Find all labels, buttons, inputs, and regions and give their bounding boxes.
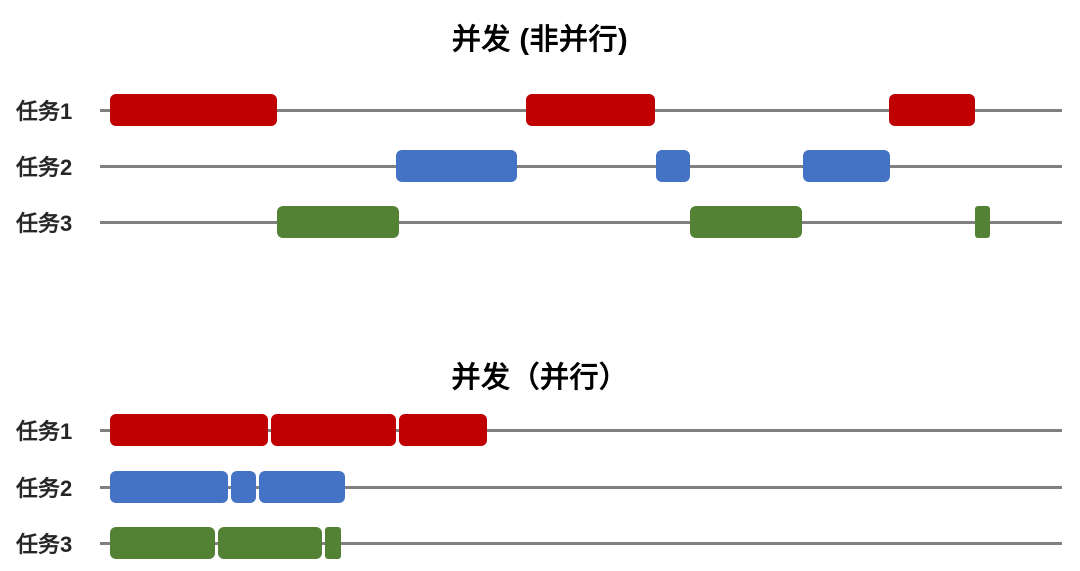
task-bar[interactable] bbox=[271, 414, 396, 446]
track-row-task2: 任务2 bbox=[0, 467, 1080, 507]
timeline-axis-task2 bbox=[100, 164, 1062, 168]
chart-title-parallel: 并发（并行） bbox=[451, 362, 629, 394]
track-row-task3: 任务3 bbox=[0, 202, 1080, 242]
chart-concurrent: 并发 (非并行) 任务1 任务2 任务3 bbox=[0, 24, 1080, 242]
task-bar[interactable] bbox=[110, 471, 228, 503]
track-row-task2: 任务2 bbox=[0, 146, 1080, 186]
timeline-axis-task3 bbox=[100, 220, 1062, 224]
task-bar[interactable] bbox=[399, 414, 487, 446]
track-label-task1: 任务1 bbox=[16, 419, 73, 444]
track-label-task2: 任务2 bbox=[16, 155, 73, 180]
timeline-axis-task3 bbox=[100, 541, 1062, 545]
track-row-task1: 任务1 bbox=[0, 410, 1080, 450]
timeline-axis-task2 bbox=[100, 485, 1062, 489]
task-bar[interactable] bbox=[803, 150, 890, 182]
track-label-task3: 任务3 bbox=[16, 532, 73, 557]
task-bar[interactable] bbox=[656, 150, 690, 182]
chart-title-concurrent: 并发 (非并行) bbox=[451, 24, 629, 56]
track-label-task1: 任务1 bbox=[16, 99, 73, 124]
task-bar[interactable] bbox=[690, 206, 802, 238]
chart-parallel: 并发（并行） 任务1 任务2 任务3 bbox=[0, 320, 1080, 571]
task-bar[interactable] bbox=[110, 414, 268, 446]
task-bar[interactable] bbox=[889, 94, 975, 126]
task-bar[interactable] bbox=[218, 527, 322, 559]
task-bar[interactable] bbox=[396, 150, 517, 182]
task-bar[interactable] bbox=[277, 206, 399, 238]
task-bar[interactable] bbox=[231, 471, 256, 503]
track-label-task2: 任务2 bbox=[16, 476, 73, 501]
timeline-axis-task1 bbox=[100, 428, 1062, 432]
task-bar[interactable] bbox=[110, 527, 215, 559]
task-bar[interactable] bbox=[975, 206, 990, 238]
track-label-task3: 任务3 bbox=[16, 211, 73, 236]
track-row-task1: 任务1 bbox=[0, 90, 1080, 130]
task-bar[interactable] bbox=[110, 94, 277, 126]
task-bar[interactable] bbox=[325, 527, 341, 559]
track-row-task3: 任务3 bbox=[0, 523, 1080, 563]
task-bar[interactable] bbox=[526, 94, 655, 126]
task-bar[interactable] bbox=[259, 471, 345, 503]
